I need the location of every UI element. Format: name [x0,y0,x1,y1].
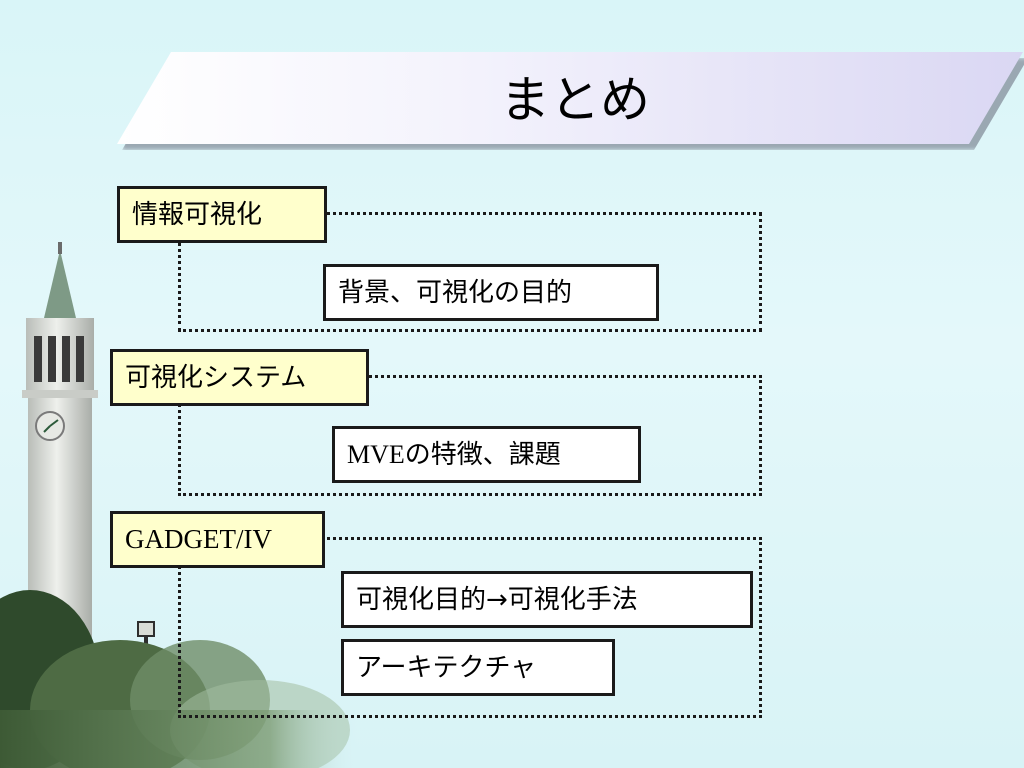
item-purpose-to-method: 可視化目的→可視化手法 [341,571,753,628]
item-mve-latin: MVE [347,439,405,469]
title-banner [117,52,1023,144]
section-header-vis-system: 可視化システム [110,349,369,406]
item-architecture: アーキテクチャ [341,639,615,696]
slide-title: まとめ [500,71,650,129]
section-header-gadget-iv: GADGET/IV [110,511,325,568]
section-frame-gadget-iv [178,537,762,718]
clock-tower-image [0,242,360,768]
item-mve-rest: の特徴、課題 [404,439,561,470]
item-background-purpose: 背景、可視化の目的 [323,264,659,321]
section-frame-vis-system [178,375,762,496]
section-header-info-vis: 情報可視化 [117,186,327,243]
section-frame-info-vis [178,212,762,332]
